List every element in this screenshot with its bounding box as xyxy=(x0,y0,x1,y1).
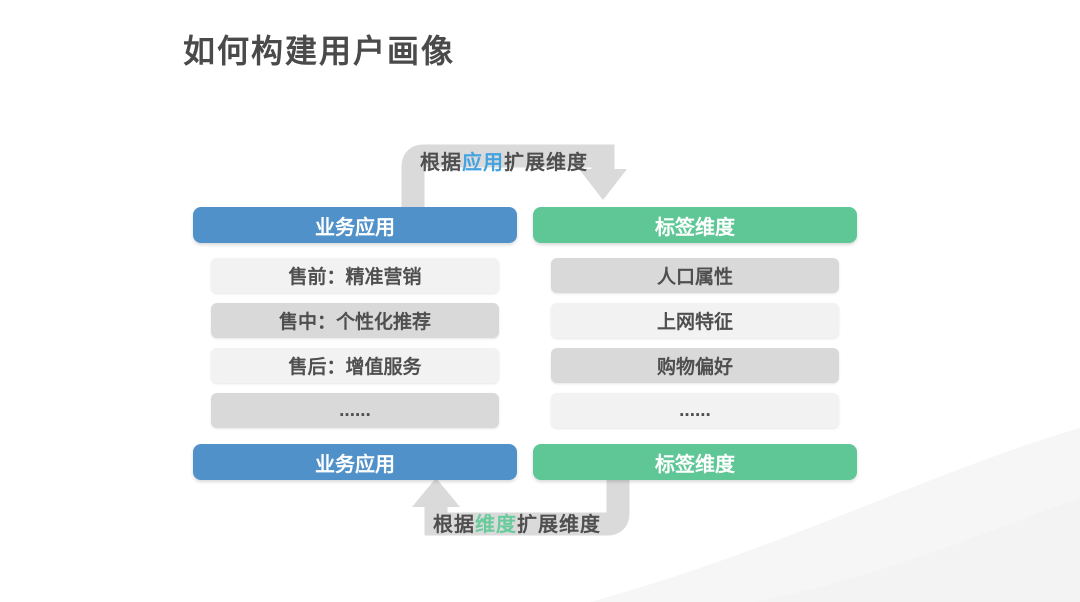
bottom-arrow-label-prefix: 根据 xyxy=(433,514,475,536)
bottom-arrow-label-suffix: 扩展维度 xyxy=(517,514,601,536)
left-item-postsale: 售后：增值服务 xyxy=(211,348,499,383)
right-column-header: 标签维度 xyxy=(533,207,857,243)
background-swoosh-shape xyxy=(590,428,1080,602)
left-item-insale: 售中：个性化推荐 xyxy=(211,303,499,338)
page-title: 如何构建用户画像 xyxy=(183,33,456,69)
top-arrow-label-prefix: 根据 xyxy=(420,152,462,174)
right-item-demographics: 人口属性 xyxy=(551,258,839,293)
top-arrow-label: 根据应用扩展维度 xyxy=(413,146,595,175)
top-arrow xyxy=(401,144,627,212)
right-item-online-traits: 上网特征 xyxy=(551,303,839,338)
top-arrow-head-icon xyxy=(579,169,627,200)
right-column-footer: 标签维度 xyxy=(533,444,857,480)
bottom-arrow-label-highlight: 维度 xyxy=(475,514,517,536)
left-column-footer: 业务应用 xyxy=(193,444,517,480)
bottom-arrow xyxy=(412,476,630,536)
left-column-header: 业务应用 xyxy=(193,207,517,243)
bottom-arrow-label: 根据维度扩展维度 xyxy=(426,508,608,537)
right-item-shopping-pref: 购物偏好 xyxy=(551,348,839,383)
right-item-ellipsis: ...... xyxy=(551,393,839,428)
left-item-ellipsis: ...... xyxy=(211,393,499,428)
top-arrow-label-highlight: 应用 xyxy=(462,152,504,174)
top-arrow-label-suffix: 扩展维度 xyxy=(504,152,588,174)
bottom-arrow-head-icon xyxy=(412,478,460,507)
left-item-presale: 售前：精准营销 xyxy=(211,258,499,293)
